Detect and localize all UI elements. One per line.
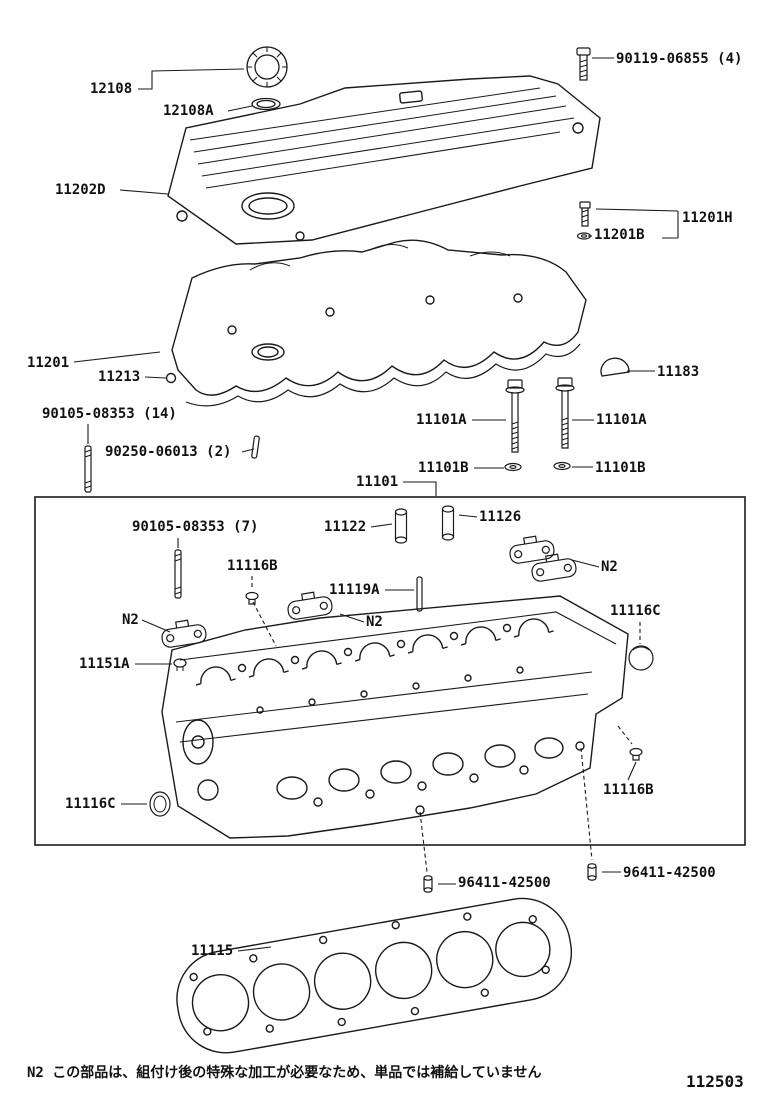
- sheet-number: 112503: [686, 1072, 744, 1091]
- part-label-n2-middle: N2: [366, 614, 383, 630]
- part-label-11201: 11201: [27, 355, 70, 371]
- dashed-lines: [251, 576, 641, 873]
- part-label-11119a: 11119A: [329, 582, 380, 598]
- head-gasket-drawing: [176, 897, 573, 1054]
- part-label-11126: 11126: [479, 509, 522, 525]
- part-label-90105-08353-14: 90105-08353 (14): [42, 406, 177, 422]
- part-label-90105-08353-7: 90105-08353 (7): [132, 519, 259, 535]
- cylinder-head-drawing: [161, 595, 629, 839]
- part-label-n2-left: N2: [122, 612, 139, 628]
- part-label-90250-06013: 90250-06013 (2): [105, 444, 232, 460]
- part-label-11101b-right: 11101B: [595, 460, 646, 476]
- oil-cap-drawing: [246, 46, 288, 111]
- head-bolts-drawing: [504, 377, 575, 472]
- part-label-96411-42500-left: 96411-42500: [458, 875, 551, 891]
- bolt-11201h-drawing: [576, 201, 592, 240]
- n2-footnote: N2 この部品は、組付け後の特殊な加工が必要なため、単品では補給していません: [27, 1065, 542, 1081]
- part-label-11213: 11213: [98, 369, 141, 385]
- bolt-90119-drawing: [576, 47, 591, 81]
- part-label-11122: 11122: [324, 519, 367, 535]
- part-label-11101a-right: 11101A: [596, 412, 647, 428]
- part-label-11201h: 11201H: [682, 210, 733, 226]
- detail-box-11101: [34, 496, 746, 846]
- head-detail-parts-drawing: [149, 505, 654, 817]
- part-label-11115: 11115: [191, 943, 234, 959]
- part-label-n2-right: N2: [601, 559, 618, 575]
- part-label-11116b-upper: 11116B: [227, 558, 278, 574]
- part-label-90119-06855: 90119-06855 (4): [616, 51, 743, 67]
- part-label-11151a: 11151A: [79, 656, 130, 672]
- valve-cover-drawing: [167, 75, 601, 245]
- leader-lines: [73, 57, 679, 952]
- part-label-11116c-right: 11116C: [610, 603, 661, 619]
- part-label-11183: 11183: [657, 364, 700, 380]
- dowel-pins-drawing: [423, 863, 597, 893]
- part-label-11101a-left: 11101A: [416, 412, 467, 428]
- stud-bolts-drawing: [84, 435, 260, 493]
- part-label-12108a: 12108A: [163, 103, 214, 119]
- part-label-11201b: 11201B: [594, 227, 645, 243]
- part-label-11101b-left: 11101B: [418, 460, 469, 476]
- part-label-12108: 12108: [90, 81, 133, 97]
- part-label-96411-42500-right: 96411-42500: [623, 865, 716, 881]
- part-label-11116b-lower: 11116B: [603, 782, 654, 798]
- head-cover-drawing: [165, 239, 587, 407]
- plug-11183-drawing: [600, 357, 630, 377]
- part-label-11202d: 11202D: [55, 182, 106, 198]
- part-label-11116c-left: 11116C: [65, 796, 116, 812]
- part-label-11101: 11101: [356, 474, 399, 490]
